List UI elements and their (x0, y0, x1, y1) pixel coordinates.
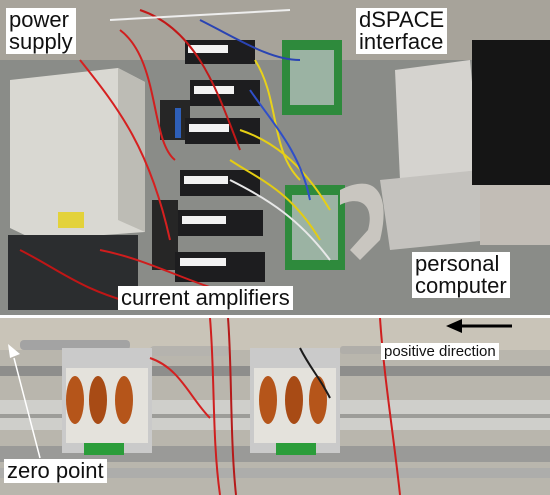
back-wall (0, 0, 550, 60)
lab-setup-photo (0, 0, 550, 315)
power-supply-unit (8, 68, 145, 310)
wiring (19, 9, 331, 306)
current-amplifiers-label: current amplifiers (118, 286, 293, 310)
mover-carriage-left (62, 348, 152, 455)
positive-direction-arrow (446, 319, 512, 333)
ribbon-cable (340, 183, 384, 260)
track-cables (149, 318, 401, 495)
positive-direction-label: positive direction (381, 343, 499, 360)
dspace-interface-label: dSPACE interface (356, 8, 448, 54)
personal-computer-tower (380, 40, 550, 250)
zero-point-marker (8, 344, 41, 459)
current-amplifier-modules (175, 40, 265, 282)
bottom-photo-panel: positive direction zero point (0, 318, 550, 495)
zero-point-label: zero point (4, 459, 107, 483)
dspace-connector-boards (282, 40, 345, 270)
power-supply-label: power supply (6, 8, 76, 54)
top-photo-panel: power supply dSPACE interface personal c… (0, 0, 550, 315)
mover-carriage-right (250, 348, 340, 455)
personal-computer-label: personal computer (412, 252, 510, 298)
